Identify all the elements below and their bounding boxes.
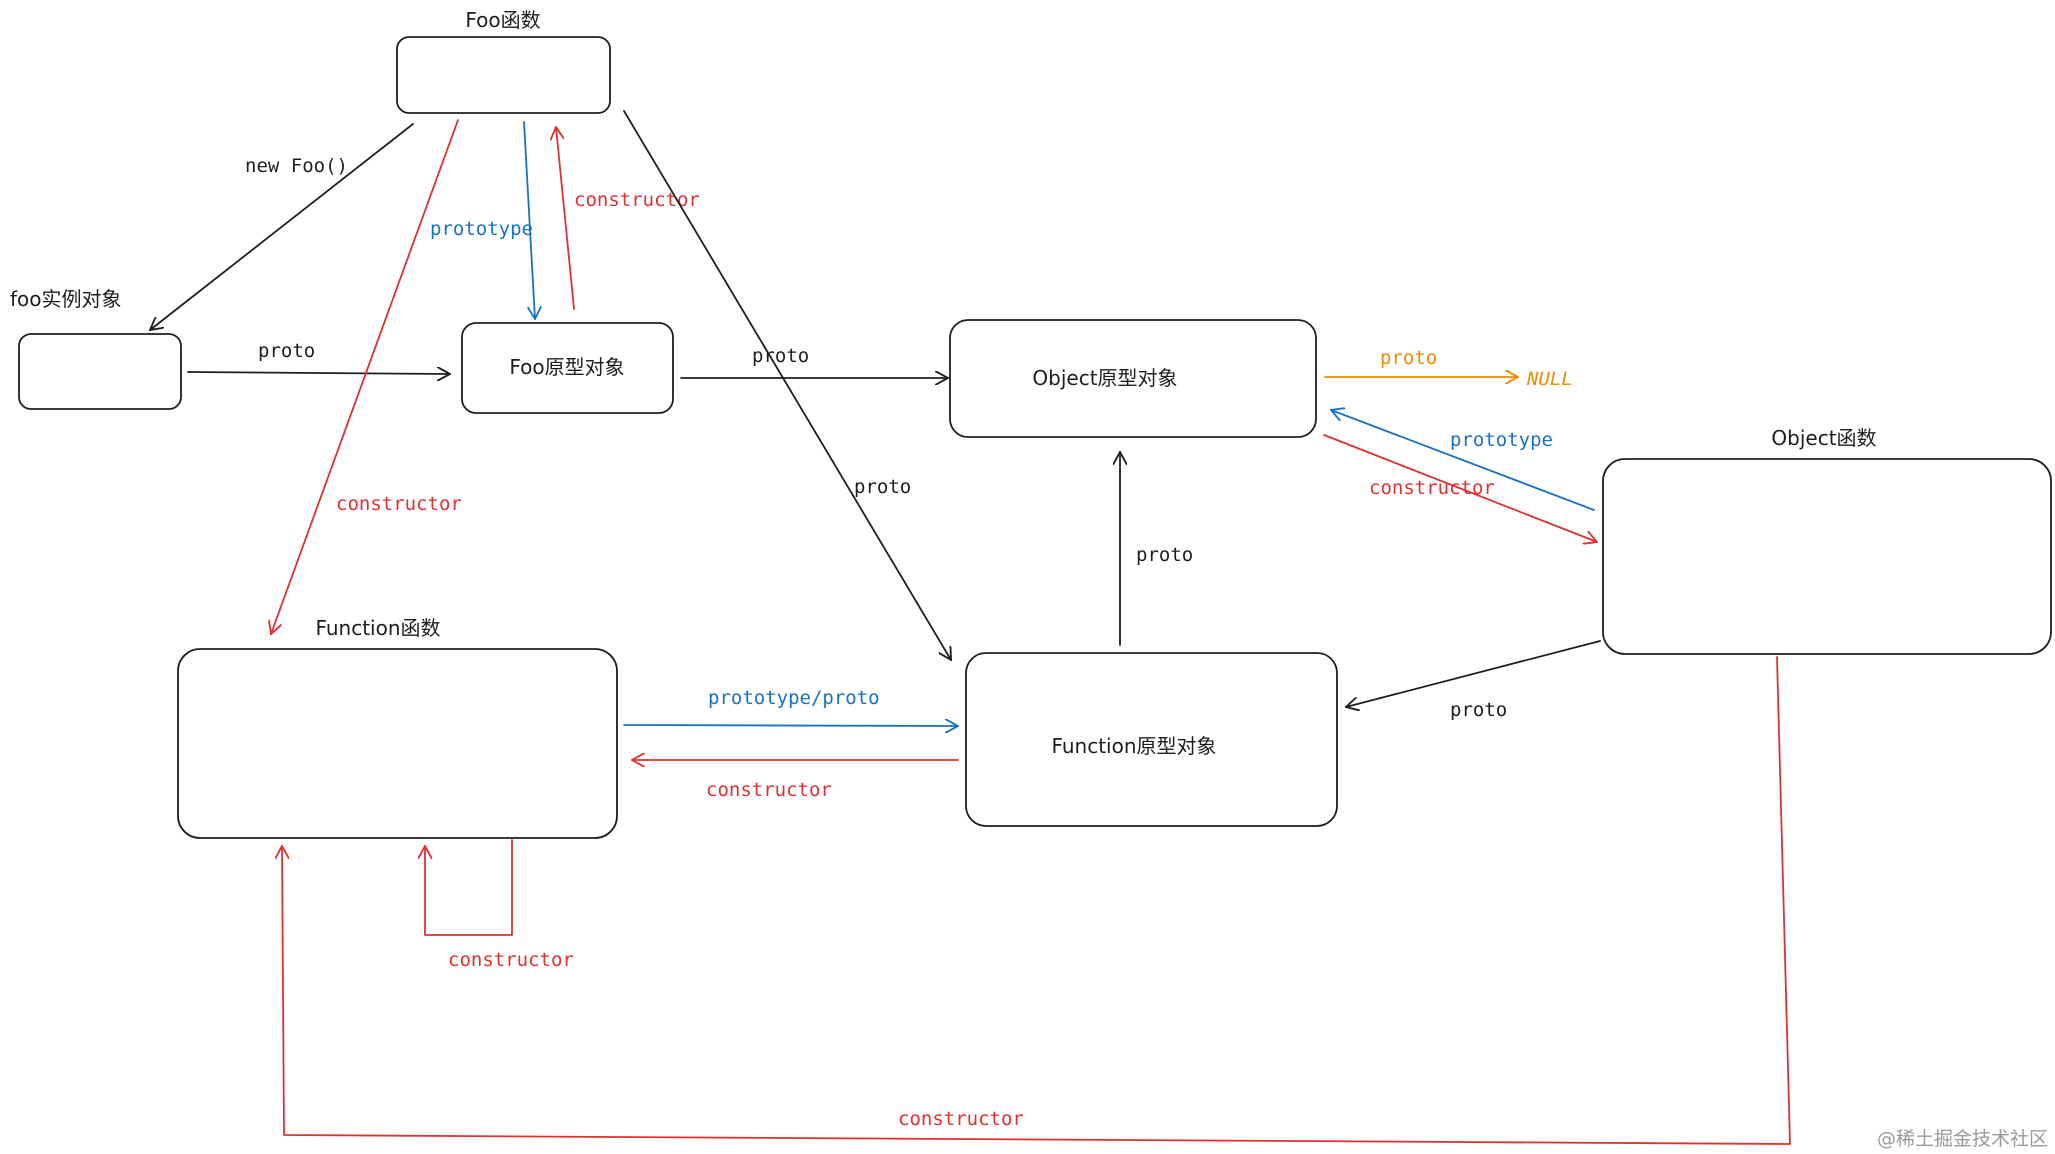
node-label: Function原型对象 bbox=[1051, 734, 1216, 758]
edge-label: constructor bbox=[706, 779, 832, 801]
node-foo-function: Foo函数 bbox=[396, 8, 611, 114]
node-label: Function函数 bbox=[315, 616, 440, 640]
edge-label: prototype bbox=[1450, 429, 1553, 451]
edge-label: constructor bbox=[574, 189, 700, 211]
node-label: Object函数 bbox=[1771, 426, 1876, 450]
edge-foo-prototype: prototype bbox=[430, 121, 535, 319]
edge-objfunc-constructor: constructor bbox=[282, 656, 1791, 1145]
edge-label: proto bbox=[854, 476, 911, 498]
edge-objfunc-prototype: prototype bbox=[1331, 410, 1595, 511]
watermark-text: @稀土掘金技术社区 bbox=[1877, 1128, 2048, 1150]
edge-label: constructor bbox=[1369, 477, 1495, 499]
edge-label: proto bbox=[1380, 347, 1437, 369]
edge-label: proto bbox=[1136, 544, 1193, 566]
node-object-function: Object函数 bbox=[1602, 426, 2052, 655]
edge-foofunc-constructor: constructor bbox=[271, 119, 462, 634]
node-function-prototype: Function原型对象 bbox=[965, 652, 1338, 827]
node-function-function: Function函数 bbox=[177, 616, 618, 839]
edge-foo-constructor: constructor bbox=[556, 127, 700, 310]
node-label: foo实例对象 bbox=[10, 287, 122, 311]
node-label: Foo原型对象 bbox=[509, 355, 624, 379]
node-foo-instance: foo实例对象 bbox=[10, 287, 182, 410]
edge-label: proto bbox=[752, 345, 809, 367]
edge-new-foo: new Foo() bbox=[150, 123, 414, 330]
null-target: NULL bbox=[1526, 368, 1573, 390]
edge-label: prototype bbox=[430, 218, 533, 240]
edge-instance-proto: proto bbox=[187, 340, 450, 374]
edge-label: proto bbox=[258, 340, 315, 362]
node-label: Object原型对象 bbox=[1032, 366, 1177, 390]
edge-funcproto-proto: proto bbox=[1120, 452, 1193, 646]
edge-funcproto-constructor: constructor bbox=[632, 760, 959, 801]
edge-label: constructor bbox=[336, 493, 462, 515]
edge-fooproto-proto: proto bbox=[680, 345, 948, 378]
node-object-prototype: Object原型对象 bbox=[949, 319, 1317, 438]
edge-foofunc-proto: proto bbox=[623, 110, 951, 660]
node-label: Foo函数 bbox=[465, 8, 540, 32]
edge-objproto-constructor: constructor bbox=[1323, 434, 1597, 542]
edge-function-prototype-proto: prototype/proto bbox=[623, 687, 958, 726]
edge-objproto-null: proto NULL bbox=[1324, 347, 1573, 390]
edge-label: new Foo() bbox=[245, 155, 348, 177]
edge-objfunc-proto: proto bbox=[1346, 640, 1601, 721]
edge-function-self-constructor: constructor bbox=[425, 839, 574, 971]
edge-label: constructor bbox=[448, 949, 574, 971]
edge-label: proto bbox=[1450, 699, 1507, 721]
edge-label: constructor bbox=[898, 1108, 1024, 1130]
node-foo-prototype: Foo原型对象 bbox=[461, 322, 674, 414]
edge-label: prototype/proto bbox=[708, 687, 880, 709]
